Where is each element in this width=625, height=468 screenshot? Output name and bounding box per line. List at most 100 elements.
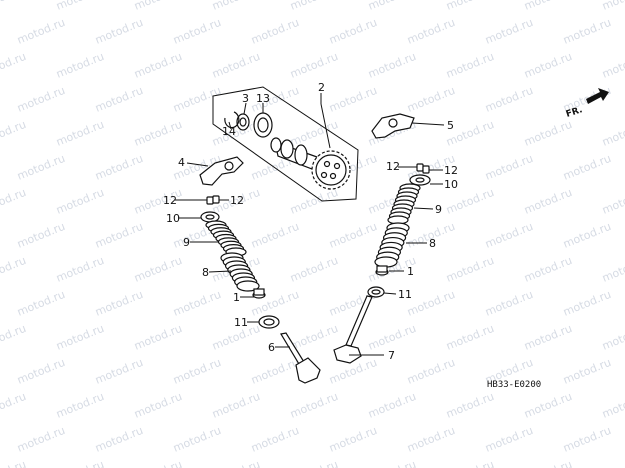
watermark-text: motod.ru — [522, 0, 574, 13]
front-direction-arrow — [586, 88, 609, 104]
watermark-text: motod.ru — [54, 458, 106, 468]
watermark-text: motod.ru — [444, 390, 496, 421]
watermark-text: motod.ru — [483, 152, 535, 183]
watermark-text: motod.ru — [405, 16, 457, 47]
camshaft — [270, 137, 321, 173]
watermark-text: motod.ru — [327, 424, 379, 455]
watermark-text: motod.ru — [561, 356, 613, 387]
callout-7: 7 — [388, 349, 395, 362]
watermark-text: motod.ru — [93, 220, 145, 251]
watermark-text: motod.ru — [0, 186, 28, 217]
watermark-text: motod.ru — [171, 288, 223, 319]
watermark-text: motod.ru — [405, 288, 457, 319]
callout-10-left: 10 — [166, 212, 180, 225]
callout-12-left-a: 12 — [163, 194, 177, 207]
callout-4: 4 — [178, 156, 185, 169]
watermark-text: motod.ru — [54, 186, 106, 217]
watermark-text: motod.ru — [93, 288, 145, 319]
callout-12-left-b: 12 — [230, 194, 244, 207]
callout-14: 14 — [222, 125, 236, 138]
watermark-text: motod.ru — [483, 424, 535, 455]
stem-seal-11-left — [258, 315, 280, 329]
watermark-text: motod.ru — [171, 16, 223, 47]
watermark-text: motod.ru — [327, 16, 379, 47]
watermark-text: motod.ru — [444, 0, 496, 13]
watermark-text: motod.ru — [0, 254, 28, 285]
watermark-text: motod.ru — [249, 356, 301, 387]
watermark-text: motod.ru — [561, 16, 613, 47]
watermark-text: motod.ru — [54, 50, 106, 81]
watermark-text: motod.ru — [210, 458, 262, 468]
watermark-text: motod.ru — [54, 0, 106, 13]
watermark-text: motod.ru — [600, 254, 625, 285]
watermark-text: motod.ru — [93, 424, 145, 455]
watermark-text: motod.ru — [15, 356, 67, 387]
watermark-text: motod.ru — [366, 390, 418, 421]
outer-spring-9-right — [387, 183, 421, 225]
watermark-text: motod.ru — [522, 322, 574, 353]
watermark-text: motod.ru — [171, 424, 223, 455]
callout-3: 3 — [242, 92, 249, 105]
watermark-text: motod.ru — [405, 84, 457, 115]
watermark-text: motod.ru — [54, 322, 106, 353]
watermark-text: motod.ru — [444, 322, 496, 353]
watermark-text: motod.ru — [483, 84, 535, 115]
watermark-text: motod.ru — [15, 220, 67, 251]
watermark-text: motod.ru — [249, 16, 301, 47]
spring-seat-1-left — [252, 288, 266, 299]
watermark-text: motod.ru — [522, 118, 574, 149]
watermark-text: motod.ru — [366, 0, 418, 13]
inner-spring-8-left — [220, 252, 260, 292]
watermark-text: motod.ru — [561, 424, 613, 455]
callout-1-right: 1 — [407, 265, 414, 278]
callout-10-right: 10 — [444, 178, 458, 191]
watermark-text: motod.ru — [15, 288, 67, 319]
watermark-text: motod.ru — [600, 390, 625, 421]
watermark-text: motod.ru — [444, 254, 496, 285]
watermark-text: motod.ru — [405, 424, 457, 455]
watermark-text: motod.ru — [93, 84, 145, 115]
callout-labels: 2 3 13 14 4 5 12 12 10 9 8 1 11 6 12 12 … — [163, 81, 458, 362]
callout-2: 2 — [318, 81, 325, 94]
watermark-text: motod.ru — [444, 50, 496, 81]
watermark-text: motod.ru — [15, 16, 67, 47]
front-direction-label: FR. — [565, 105, 584, 120]
watermark-text: motod.ru — [600, 322, 625, 353]
watermark-text: motod.ru — [444, 458, 496, 468]
spring-seat-1-right — [375, 265, 389, 276]
stem-seal-11-right — [367, 286, 385, 298]
watermark-text: motod.ru — [171, 356, 223, 387]
watermark-text: motod.ru — [600, 50, 625, 81]
callout-6: 6 — [268, 341, 275, 354]
watermark-text: motod.ru — [483, 16, 535, 47]
watermark-text: motod.ru — [249, 220, 301, 251]
watermark-text: motod.ru — [522, 254, 574, 285]
callout-9-left: 9 — [183, 236, 190, 249]
watermark-text: motod.ru — [210, 0, 262, 13]
watermark-text: motod.ru — [132, 0, 184, 13]
cam-sprocket — [311, 150, 351, 190]
watermark-text: motod.ru — [327, 220, 379, 251]
watermark-text: motod.ru — [405, 356, 457, 387]
watermark-text: motod.ru — [483, 288, 535, 319]
bearing-13 — [253, 112, 273, 138]
rocker-arm-5 — [371, 113, 415, 139]
watermark-text: motod.ru — [483, 220, 535, 251]
watermark-text: motod.ru — [0, 390, 28, 421]
watermark-text: motod.ru — [54, 118, 106, 149]
watermark-text: motod.ru — [288, 458, 340, 468]
watermark-text: motod.ru — [288, 390, 340, 421]
watermark-text: motod.ru — [132, 254, 184, 285]
leader-lines — [175, 93, 445, 356]
watermark-text: motod.ru — [93, 152, 145, 183]
watermark-text: motod.ru — [15, 424, 67, 455]
watermark-text: motod.ru — [522, 50, 574, 81]
watermark-text: motod.ru — [0, 118, 28, 149]
intake-valve-6 — [280, 332, 321, 384]
watermark-text: motod.ru — [249, 424, 301, 455]
clip-14 — [224, 111, 240, 129]
callout-13: 13 — [256, 92, 270, 105]
callout-12-right-b: 12 — [444, 164, 458, 177]
